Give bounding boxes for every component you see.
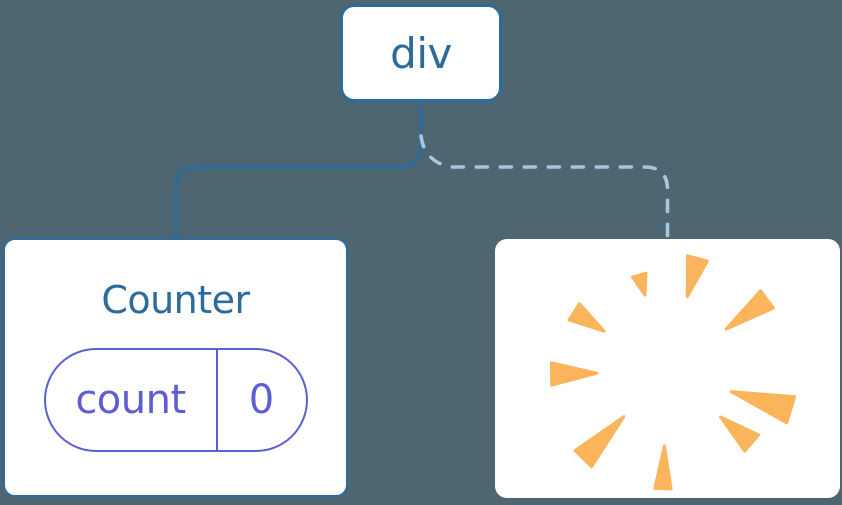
edge-dashed <box>419 134 670 243</box>
poof-icon <box>549 254 797 491</box>
node-div-label: div <box>390 28 452 78</box>
edge-solid <box>174 101 423 240</box>
state-pill-key: count <box>46 350 218 450</box>
node-removed <box>495 239 840 498</box>
state-pill-value: 0 <box>248 377 275 423</box>
counter-title: Counter <box>101 278 250 322</box>
node-counter: Counter count 0 <box>3 238 348 497</box>
state-pill: count 0 <box>43 348 308 452</box>
node-div: div <box>340 4 502 102</box>
